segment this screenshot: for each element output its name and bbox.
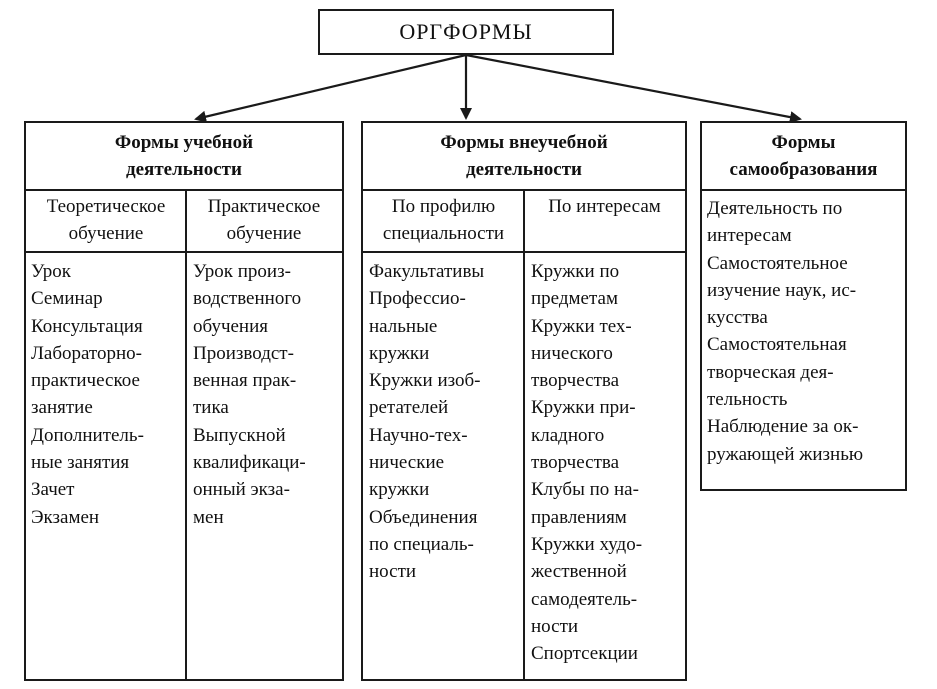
root-label: ОРГФОРМЫ bbox=[399, 19, 533, 44]
header-line: обучение bbox=[68, 223, 144, 244]
list-item: Кружки при- bbox=[531, 397, 636, 419]
title-line: деятельности bbox=[126, 159, 242, 180]
column-header-theoretical: Теоретическое обучение bbox=[26, 189, 186, 253]
list-item: Кружки худо- bbox=[531, 533, 643, 555]
root-node: ОРГФОРМЫ bbox=[318, 9, 614, 55]
title-line: Формы учебной bbox=[114, 132, 254, 153]
list-item: нальные bbox=[369, 315, 438, 337]
list-item: кружки bbox=[369, 479, 430, 501]
list-item: Наблюдение за ок- bbox=[707, 416, 859, 438]
list-item: творчества bbox=[531, 370, 620, 392]
list-item: творческая дея- bbox=[707, 361, 834, 383]
list-item: онный экза- bbox=[193, 479, 290, 501]
header-line: По интересам bbox=[548, 196, 661, 217]
list-item: Кружки тех- bbox=[531, 315, 632, 337]
list-item: Дополнитель- bbox=[31, 424, 144, 446]
column-header-by-specialty: По профилю специальности bbox=[363, 189, 524, 253]
list-item: Самостоятельное bbox=[707, 252, 848, 274]
header-line: обучение bbox=[226, 223, 302, 244]
list-item: венная прак- bbox=[193, 370, 297, 392]
column-header-by-interests: По интересам bbox=[524, 189, 685, 253]
list-item: кладного bbox=[531, 424, 605, 446]
list-item: Самостоятельная bbox=[707, 334, 847, 356]
group-extracurricular-activity: Формы внеучебной деятельности По профилю… bbox=[361, 121, 687, 681]
header-line: По профилю bbox=[391, 196, 496, 217]
list-item: Кружки по bbox=[531, 261, 620, 282]
list-item: тельность bbox=[707, 389, 788, 411]
group-extracurricular-activity-title: Формы внеучебной деятельности bbox=[363, 123, 685, 191]
list-item: правлениям bbox=[531, 506, 627, 528]
title-line: Формы bbox=[771, 132, 836, 153]
list-item: нические bbox=[369, 452, 445, 474]
list-item: Лабораторно- bbox=[31, 342, 142, 364]
list-item: тика bbox=[193, 397, 229, 419]
list-item: жественной bbox=[531, 561, 627, 583]
list-item: Выпускной bbox=[193, 424, 286, 446]
list-item: квалификаци- bbox=[193, 452, 306, 474]
list-item: по специаль- bbox=[369, 533, 474, 555]
column-divider bbox=[523, 189, 525, 679]
list-item: ные занятия bbox=[31, 452, 130, 474]
list-item: Клубы по на- bbox=[531, 479, 639, 501]
list-item: Кружки изоб- bbox=[369, 370, 481, 392]
list-item: обучения bbox=[193, 315, 269, 337]
header-line: Практическое bbox=[207, 196, 321, 217]
list-item: Объединения bbox=[369, 506, 478, 528]
list-item: кружки bbox=[369, 342, 430, 364]
list-item: ности bbox=[369, 561, 417, 583]
list-item: кусства bbox=[707, 307, 768, 329]
list-item: водственного bbox=[193, 288, 302, 310]
list-item: изучение наук, ис- bbox=[707, 279, 857, 301]
list-item: Научно-тех- bbox=[369, 424, 468, 446]
list-item: ружающей жизнью bbox=[707, 443, 864, 465]
list-item: самодеятель- bbox=[531, 588, 638, 610]
header-line: специальности bbox=[382, 223, 505, 244]
header-line: Теоретическое bbox=[46, 196, 166, 217]
list-item: Экзамен bbox=[31, 506, 100, 528]
title-line: деятельности bbox=[466, 159, 582, 180]
arrow-to-self-education-forms bbox=[465, 53, 802, 124]
list-item: ретателей bbox=[369, 397, 449, 419]
list-item: Урок bbox=[31, 261, 72, 282]
list-item: Урок произ- bbox=[193, 261, 291, 282]
list-item: нического bbox=[531, 342, 613, 364]
list-item: мен bbox=[193, 506, 224, 528]
list-item: Производст- bbox=[193, 342, 294, 364]
list-item: Зачет bbox=[31, 479, 75, 501]
list-item: Семинар bbox=[31, 288, 103, 310]
list-item: Профессио- bbox=[369, 288, 466, 310]
list-item: Деятельность по bbox=[707, 198, 843, 219]
list-item: интересам bbox=[707, 225, 792, 247]
list-item: Консультация bbox=[31, 315, 143, 337]
arrow-to-study-forms bbox=[194, 53, 467, 123]
list-item: занятие bbox=[31, 397, 93, 419]
list-item: предметам bbox=[531, 288, 618, 310]
column-divider bbox=[185, 189, 187, 679]
list-item: творчества bbox=[531, 452, 620, 474]
column-header-practical: Практическое обучение bbox=[186, 189, 342, 253]
list-item: ности bbox=[531, 615, 579, 637]
group-study-activity: Формы учебной деятельности Теоретическое… bbox=[24, 121, 344, 681]
group-self-education: Формы самообразования Деятельность по инт… bbox=[700, 121, 907, 491]
title-line: Формы внеучебной bbox=[440, 132, 608, 153]
list-item: практическое bbox=[31, 370, 140, 392]
group-study-activity-title: Формы учебной деятельности bbox=[26, 123, 342, 191]
list-item: Факультативы bbox=[369, 261, 485, 282]
group-self-education-title: Формы самообразования bbox=[702, 123, 905, 191]
list-item: Спортсекции bbox=[531, 643, 638, 665]
title-line: самообразования bbox=[729, 159, 878, 180]
